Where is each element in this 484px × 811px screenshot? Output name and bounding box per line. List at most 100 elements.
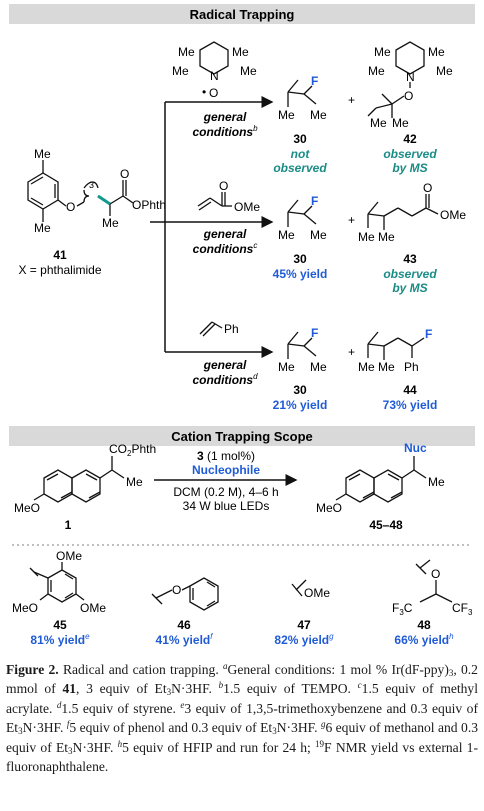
yield-45: 81% yielde (30, 632, 90, 647)
meo-prod: MeO (316, 501, 342, 515)
catalyst-text: 3 (1 mol%) (197, 449, 255, 463)
fn-e-text1: 3 equiv of 1,3,5-trimethoxybenzene and 0… (6, 700, 478, 736)
note-43-b: by MS (392, 281, 427, 295)
nuc-text: Nuc (404, 441, 427, 455)
tempo-n: N (210, 69, 219, 83)
f-30-row3: F (311, 326, 318, 340)
label-45: 45 (53, 618, 67, 632)
plus-row3: + (348, 345, 355, 359)
me-quat-41: Me (102, 216, 119, 230)
fluoride-30-row2 (287, 199, 317, 227)
me-43-a: Me (358, 230, 375, 244)
ome-43: OMe (440, 208, 466, 222)
tempo-me-1: Me (178, 45, 195, 59)
adduct-42 (367, 41, 425, 118)
label-48: 48 (417, 618, 431, 632)
o-42: O (404, 89, 413, 103)
yield-44: 73% yield (383, 398, 438, 412)
fn-nmr-sup: 19 (315, 738, 325, 749)
me-30-row1-a: Me (278, 108, 295, 122)
fn-f-sub: 3 (272, 726, 277, 737)
fn-a-mark: a (223, 661, 228, 671)
caption-figure-label: Figure 2. (6, 662, 59, 677)
co2phth-1: CO2Phth (109, 442, 156, 458)
ome-45-right: OMe (80, 601, 106, 615)
me-top-41: Me (34, 147, 51, 161)
substrate-1 (33, 456, 125, 503)
fn-a-sub: 3 (448, 668, 454, 678)
radical-header: Radical Trapping (190, 7, 295, 22)
label-44: 44 (403, 383, 417, 397)
me-30-row2-b: Me (310, 228, 327, 242)
f-30-row2: F (311, 194, 318, 208)
me-30-row2-a: Me (278, 228, 295, 242)
carbonyl-o-41: O (120, 167, 129, 181)
label-46: 46 (177, 618, 191, 632)
fn-c-mark: c (357, 680, 362, 691)
fn-e-text2: N·3HF. (22, 720, 67, 736)
meo-45-left: MeO (12, 601, 38, 615)
fn-h-text: 5 equiv of HFIP and run for 24 h; (122, 739, 316, 755)
fn-a-text1: General conditions: 1 mol % Ir(dF-ppy) (227, 662, 449, 677)
label-43: 43 (403, 252, 417, 266)
tempo-me-4: Me (240, 64, 257, 78)
label-1: 1 (65, 518, 72, 532)
me-30-row1-b: Me (310, 108, 327, 122)
o-41: O (66, 200, 75, 214)
meo-1: MeO (14, 501, 40, 515)
label-47: 47 (297, 618, 311, 632)
me-prod: Me (428, 475, 445, 489)
styrene (199, 321, 223, 337)
fn-e-mark: e (180, 699, 185, 710)
me-30-row3-a: Me (278, 360, 295, 374)
yield-46: 41% yieldf (156, 632, 214, 647)
plus-row2: + (348, 213, 355, 227)
figure-artwork: Radical Trapping Me Me O 3 O OPhth Me 41… (9, 4, 475, 647)
product-45-48 (335, 456, 427, 503)
o-acrylate: O (219, 179, 228, 193)
tempo-o: O (209, 86, 218, 100)
note-30-row1-a: not (291, 147, 311, 161)
nuc-45 (29, 562, 85, 603)
fn-d-text: 1.5 equiv of styrene. (61, 700, 181, 716)
ester-43 (367, 194, 439, 230)
fluoride-44 (367, 331, 425, 360)
o-48: O (431, 567, 440, 581)
fn-a-text2: , 0.2 mmol of (6, 662, 478, 697)
note-43-a: observed (383, 267, 437, 281)
highlight-bond-41 (97, 194, 111, 206)
o-46: O (172, 583, 181, 597)
label-41: 41 (53, 248, 67, 262)
general-2: general (203, 227, 247, 241)
conditions-2: conditionsc (193, 241, 258, 256)
cf3-48: CF3 (452, 601, 473, 617)
ophth-41: OPhth (132, 198, 166, 212)
me-44-b: Me (378, 360, 395, 374)
plus-row1: + (348, 93, 355, 107)
radical-header-bar (9, 4, 475, 24)
branch-arrows (150, 96, 274, 358)
methyl-acrylate (197, 192, 232, 211)
label-45-48: 45–48 (369, 518, 403, 532)
nuc-48 (415, 559, 453, 603)
label-42: 42 (403, 132, 417, 146)
general-3: general (203, 358, 247, 372)
me-42-6: Me (392, 116, 409, 130)
fn-e-sub: 3 (18, 726, 23, 737)
fn-g-text1: 6 equiv of methanol and 0.3 equiv of Et (6, 720, 479, 755)
yield-47: 82% yieldg (274, 632, 334, 647)
general-1: general (203, 110, 247, 124)
cond-line-2: 34 W blue LEDs (183, 499, 270, 513)
x-eq-phthalimide: X = phthalimide (18, 263, 101, 277)
fn-g-sub: 3 (68, 745, 73, 756)
nuc-47 (291, 579, 307, 597)
f3c-48: F3C (392, 601, 413, 617)
fn-c-text: 1.5 equiv of methyl acrylate. (6, 681, 479, 716)
fn-h-mark: h (117, 738, 123, 749)
me-42-1: Me (374, 45, 391, 59)
tempo-o-radical: • (202, 85, 206, 99)
tempo-reagent (199, 41, 229, 75)
o-43: O (423, 181, 432, 195)
fn-a-text4: N·3HF. (171, 681, 219, 697)
fn-g-mark: g (320, 719, 326, 730)
